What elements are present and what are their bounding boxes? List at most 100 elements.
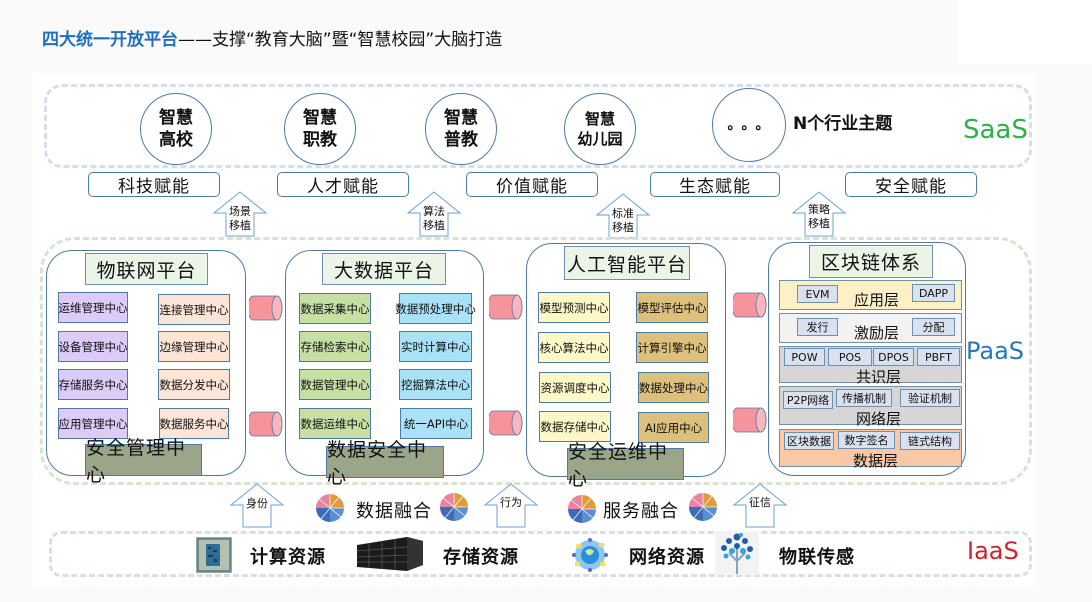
iot-tree-icon xyxy=(715,531,759,575)
ai-center-algorithm[interactable]: 核心算法中心 xyxy=(538,332,610,363)
smart-vocational-circle[interactable]: 智慧 职教 xyxy=(284,93,356,165)
standard-transplant-arrow: 标准移植 xyxy=(595,193,651,239)
iot-center-ops[interactable]: 运维管理中心 xyxy=(58,292,128,323)
connector-cylinder-icon xyxy=(489,294,523,320)
paas-label: PaaS xyxy=(966,337,1025,365)
bc-chip-issue[interactable]: 发行 xyxy=(797,318,838,336)
iot-security-center[interactable]: 安全管理中心 xyxy=(85,437,202,486)
bc-layer-name: 应用层 xyxy=(854,291,900,309)
connector-cylinder-icon xyxy=(733,407,767,433)
iot-center-app[interactable]: 应用管理中心 xyxy=(58,408,128,439)
iot-center-storage[interactable]: 存储服务中心 xyxy=(58,369,128,400)
arrow-line2: 移植 xyxy=(229,219,251,232)
up-arrow-icon xyxy=(229,483,285,528)
bc-incentive-layer: 发行 激励层 分配 xyxy=(779,313,962,343)
connector-cylinder-icon xyxy=(249,295,283,321)
bigdata-center-mining[interactable]: 挖掘算法中心 xyxy=(399,369,472,400)
ai-center-evaluation[interactable]: 模型评估中心 xyxy=(636,292,708,323)
strategy-transplant-arrow: 策略移植 xyxy=(791,191,847,237)
bc-layer-name: 共识层 xyxy=(856,368,902,386)
ai-center-scheduling[interactable]: 资源调度中心 xyxy=(539,372,611,403)
circle-line1: 智慧 xyxy=(444,108,478,128)
circle-line2: 高校 xyxy=(159,130,193,150)
saas-label: SaaS xyxy=(963,115,1028,145)
smart-kindergarten-circle[interactable]: 智慧 幼儿园 xyxy=(564,93,636,165)
bc-chip-dpos[interactable]: DPOS xyxy=(873,348,914,366)
circle-line2: 幼儿园 xyxy=(577,130,623,148)
bc-layer-name: 数据层 xyxy=(853,452,899,470)
bc-chip-p2p[interactable]: P2P网络 xyxy=(783,391,833,409)
arrow-line2: 移植 xyxy=(808,217,830,230)
iot-center-edge[interactable]: 边缘管理中心 xyxy=(158,331,230,362)
circle-line1: 智慧 xyxy=(303,108,337,128)
arrow-line1: 标准 xyxy=(612,207,634,220)
bigdata-center-retrieval[interactable]: 存储检索中心 xyxy=(299,331,371,362)
bc-chip-evm[interactable]: EVM xyxy=(797,285,838,303)
bigdata-center-ops[interactable]: 数据运维中心 xyxy=(299,408,371,439)
bc-chip-chain-structure[interactable]: 链式结构 xyxy=(900,432,960,450)
connector-cylinder-icon xyxy=(733,292,767,318)
bc-layer-name: 激励层 xyxy=(854,324,900,342)
ai-center-processing[interactable]: 数据处理中心 xyxy=(638,372,709,403)
empower-talent[interactable]: 人才赋能 xyxy=(277,172,409,197)
bigdata-security-center[interactable]: 数据安全中心 xyxy=(326,439,444,488)
iot-center-connection[interactable]: 连接管理中心 xyxy=(158,294,230,325)
bc-chip-pos[interactable]: POS xyxy=(828,348,872,366)
iot-center-device[interactable]: 设备管理中心 xyxy=(58,331,128,362)
bc-chip-distribute[interactable]: 分配 xyxy=(912,318,955,336)
saas-layer-container xyxy=(44,84,1032,168)
bc-data-layer: 区块数据 数字签名 链式结构 数据层 xyxy=(779,429,962,470)
connector-cylinder-icon xyxy=(489,410,523,436)
empower-security[interactable]: 安全赋能 xyxy=(845,172,977,197)
bc-chip-dapp[interactable]: DAPP xyxy=(912,284,955,302)
bc-layer-name: 网络层 xyxy=(856,410,902,428)
ai-center-storage[interactable]: 数据存储中心 xyxy=(539,411,611,442)
empower-tech[interactable]: 科技赋能 xyxy=(88,172,220,197)
network-globe-icon xyxy=(572,538,608,572)
bigdata-center-collect[interactable]: 数据采集中心 xyxy=(299,293,371,324)
iot-platform-title: 物联网平台 xyxy=(85,253,208,285)
iaas-layer-container xyxy=(49,531,1032,577)
iot-center-data-service[interactable]: 数据服务中心 xyxy=(159,408,229,439)
smart-k12-circle[interactable]: 智慧 普教 xyxy=(425,93,497,165)
bigdata-center-api[interactable]: 统一API中心 xyxy=(400,408,472,439)
bigdata-platform: 大数据平台 数据采集中心 存储检索中心 数据管理中心 数据运维中心 数据预处理中… xyxy=(285,250,484,488)
identity-arrow: 身份 xyxy=(229,483,285,528)
bigdata-center-realtime[interactable]: 实时计算中心 xyxy=(399,331,472,362)
arrow-label: 身份 xyxy=(246,497,268,510)
arrow-line2: 移植 xyxy=(423,219,445,232)
arrow-line1: 场景 xyxy=(229,205,251,218)
ai-security-ops-center[interactable]: 安全运维中心 xyxy=(567,441,684,490)
up-arrow-icon xyxy=(483,483,539,528)
circle-line2: 普教 xyxy=(444,130,478,150)
data-burst-icon xyxy=(316,494,344,522)
ai-center-engine[interactable]: 计算引擎中心 xyxy=(636,332,708,363)
bc-chip-verification[interactable]: 验证机制 xyxy=(900,389,960,407)
ai-center-application[interactable]: AI应用中心 xyxy=(638,412,709,443)
bigdata-center-management[interactable]: 数据管理中心 xyxy=(299,369,371,400)
empower-value[interactable]: 价值赋能 xyxy=(466,172,598,197)
header-white-patch xyxy=(958,0,1092,64)
title-highlight: 四大统一开放平台 xyxy=(42,30,178,50)
bc-chip-propagation[interactable]: 传播机制 xyxy=(836,389,892,407)
bc-chip-signature[interactable]: 数字签名 xyxy=(838,431,895,449)
bc-chip-pow[interactable]: POW xyxy=(784,348,825,366)
empower-ecology[interactable]: 生态赋能 xyxy=(650,172,780,197)
circle-line2: 职教 xyxy=(303,130,337,150)
circle-line1: 智慧 xyxy=(159,108,193,128)
network-resources-label: 网络资源 xyxy=(629,547,705,568)
up-arrow-icon xyxy=(791,191,847,237)
data-burst-icon xyxy=(568,495,596,523)
bc-chip-pbft[interactable]: PBFT xyxy=(917,348,960,366)
bc-chip-block-data[interactable]: 区块数据 xyxy=(784,432,834,450)
up-arrow-icon xyxy=(212,191,268,237)
smart-university-circle[interactable]: 智慧 高校 xyxy=(140,93,212,165)
bigdata-center-preprocess[interactable]: 数据预处理中心 xyxy=(395,293,476,324)
more-industries-circle[interactable]: 。。。 xyxy=(712,88,786,162)
up-arrow-icon xyxy=(406,191,462,237)
arrow-line2: 移植 xyxy=(612,221,634,234)
algorithm-transplant-arrow: 算法移植 xyxy=(406,191,462,237)
iot-center-distribution[interactable]: 数据分发中心 xyxy=(158,369,230,400)
connector-cylinder-icon xyxy=(249,411,283,437)
ai-center-prediction[interactable]: 模型预测中心 xyxy=(538,292,610,323)
